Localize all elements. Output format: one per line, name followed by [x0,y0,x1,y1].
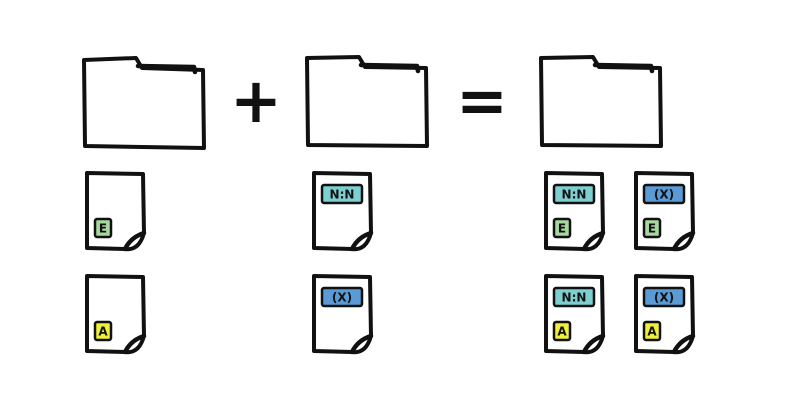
middle-document-x-badge-x-label: (X) [332,290,352,304]
right-document-x-e-badge-e-label: E [648,221,656,235]
middle-folder-icon [305,55,429,148]
right-document-x-e-badge-x: (X) [642,183,686,205]
right-document-nn-e-badge-e: E [552,217,572,239]
right-document-x-a: (X) A [634,274,696,355]
middle-document-x: (X) [312,274,374,355]
left-document-e-badge-e: E [93,217,113,239]
right-document-nn-e-badge-e-label: E [558,221,566,235]
right-document-nn-a-badge-a-label: A [557,324,567,338]
right-document-x-a-badge-x: (X) [642,286,686,308]
right-document-nn-a: N:N A [544,274,606,355]
right-document-nn-a-badge-nn: N:N [552,286,596,308]
right-document-x-a-badge-x-label: (X) [654,290,674,304]
right-document-x-e: (X) E [634,171,696,252]
plus-operator: + [230,64,282,137]
middle-document-nn: N:N [312,171,374,252]
middle-document-nn-badge-nn: N:N [320,183,364,205]
right-document-nn-a-badge-nn-label: N:N [562,290,587,304]
right-document-nn-e-badge-nn: N:N [552,183,596,205]
left-folder-icon [82,56,206,150]
left-document-a-badge-a-label: A [98,324,108,338]
right-document-nn-e-badge-nn-label: N:N [562,187,587,201]
left-document-e-badge-e-label: E [99,221,107,235]
documents-layer: E A N:N (X) N:N E (X) E N:N A (X) A [85,171,696,355]
right-folder-icon [539,55,663,148]
equals-operator: = [456,64,508,137]
middle-document-nn-badge-nn-label: N:N [330,187,355,201]
right-document-nn-e: N:N E [544,171,606,252]
left-document-a: A [85,274,147,355]
right-document-x-e-badge-e: E [642,217,662,239]
left-document-e: E [85,171,147,252]
right-document-nn-a-badge-a: A [552,320,572,342]
right-document-x-a-badge-a-label: A [647,324,657,338]
left-document-a-badge-a: A [93,320,113,342]
middle-document-x-badge-x: (X) [320,286,364,308]
right-document-x-a-badge-a: A [642,320,662,342]
right-document-x-e-badge-x-label: (X) [654,187,674,201]
